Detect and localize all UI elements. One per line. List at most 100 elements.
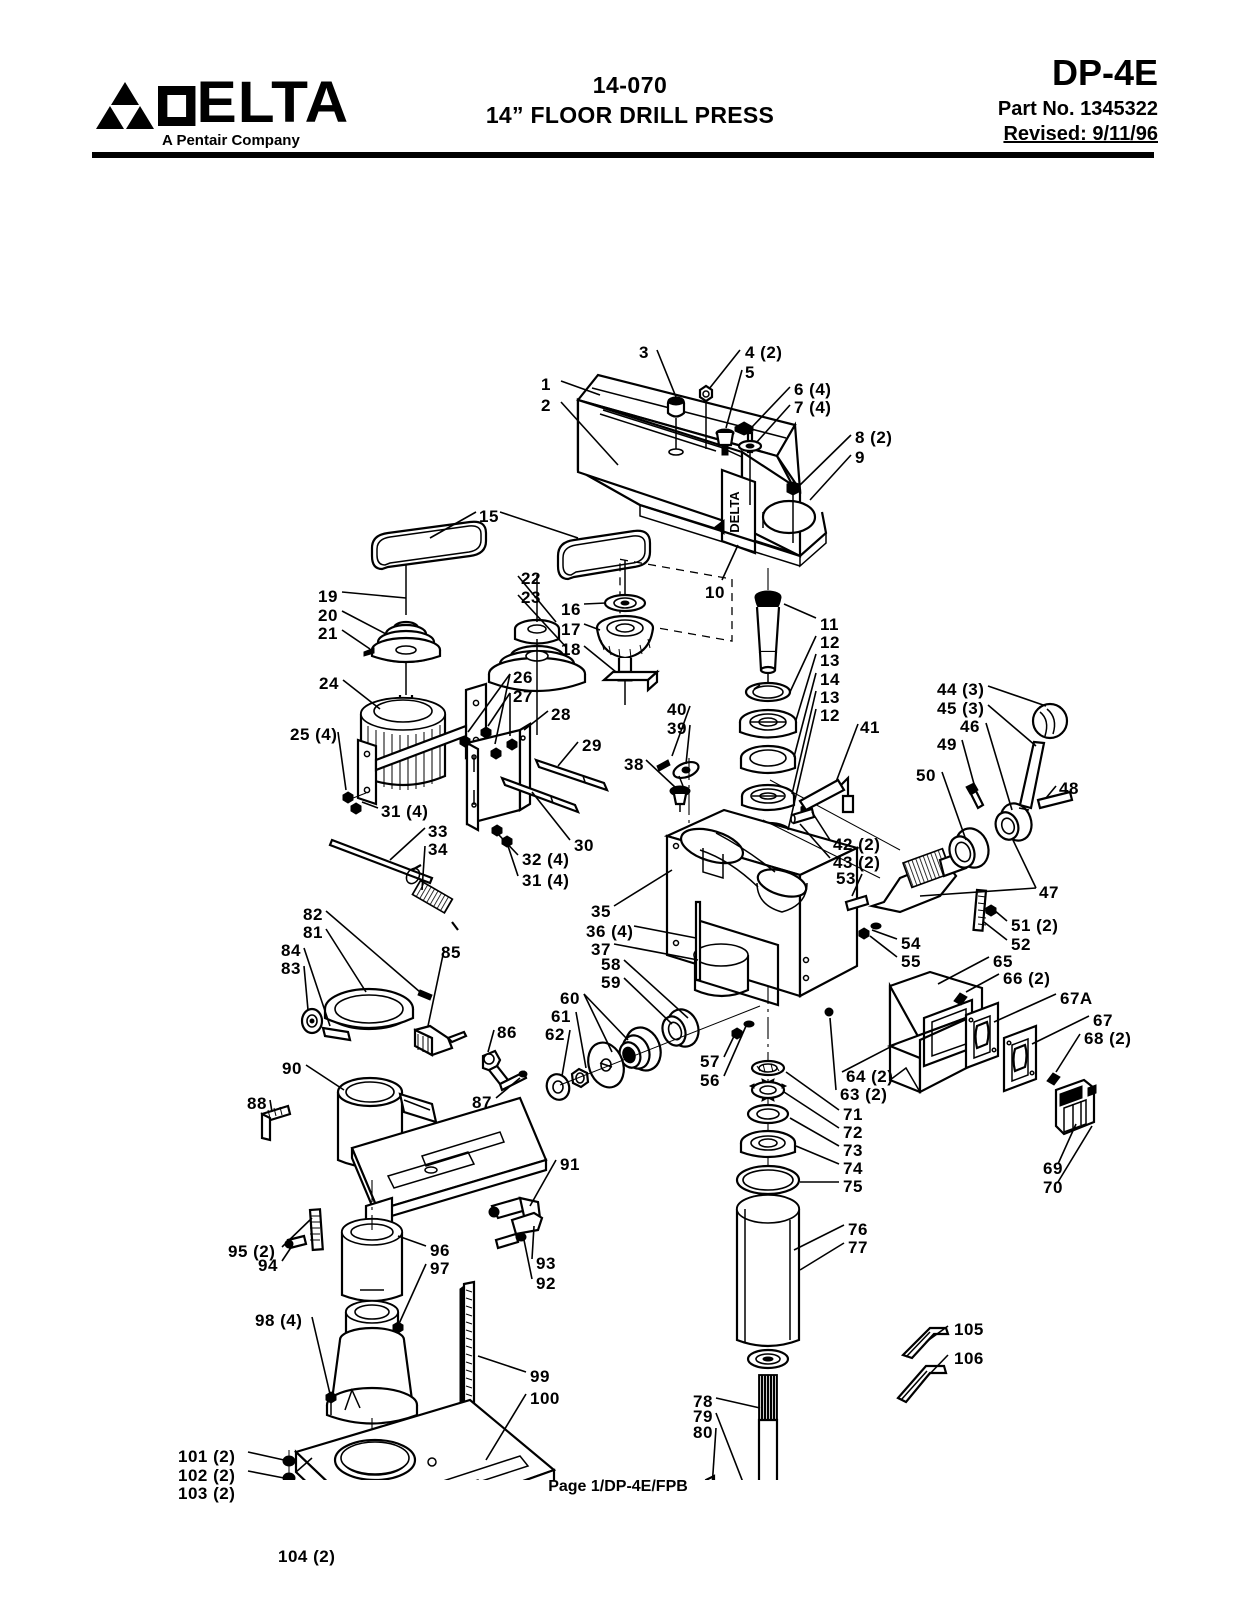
part-60b-spring-drum: [587, 1041, 625, 1089]
part-base: [293, 1398, 557, 1480]
part-3-plug: [666, 396, 686, 456]
part-15-belt-left: [370, 520, 488, 571]
callout-13b: 13: [820, 688, 840, 707]
part-head-cover: DELTA: [576, 373, 828, 642]
part-67-plate: [1002, 1024, 1038, 1093]
callout-7: 7 (4): [794, 398, 832, 417]
callout-73: 73: [843, 1141, 863, 1160]
callout-9: 9: [855, 448, 865, 467]
part-76-quill: [735, 1193, 801, 1348]
callout-55: 55: [901, 952, 921, 971]
part-43-pin: [790, 807, 816, 825]
part-101-102-103-stack: [282, 1450, 296, 1480]
part-98-bolts: [325, 1321, 404, 1415]
callout-6: 6 (4): [794, 380, 832, 399]
callout-24: 24: [319, 674, 339, 693]
part-105-hex-wrench: [900, 1326, 950, 1360]
callout-95: 95 (2): [228, 1242, 276, 1261]
callout-72: 72: [843, 1123, 863, 1142]
callout-91: 91: [560, 1155, 580, 1174]
part-13-bearing-lower: [740, 783, 796, 812]
callout-20: 20: [318, 606, 338, 625]
part-28-bracket: [465, 722, 532, 832]
document-code: DP-4E: [1051, 52, 1158, 93]
document-title-block: 14-070 14” FLOOR DRILL PRESS: [420, 72, 840, 129]
callout-42: 42 (2): [833, 835, 881, 854]
callout-23: 23: [521, 588, 541, 607]
part-table: [350, 1096, 548, 1252]
delta-brand-logo: ELTA A Pentair Company: [96, 74, 396, 149]
callout-33: 33: [428, 822, 448, 841]
callout-81: 81: [303, 923, 323, 942]
page-footer: Page 1/DP-4E/FPB: [548, 1478, 688, 1495]
part-46-hub: [994, 802, 1033, 842]
callout-47: 47: [1039, 883, 1059, 902]
part-49-setscrew: [965, 782, 985, 810]
callout-87: 87: [472, 1093, 492, 1112]
part-20-motor-pulley: [370, 564, 442, 664]
logo-d-glyph: [158, 86, 196, 126]
callout-86: 86: [497, 1023, 517, 1042]
part-12-retaining-ring-upper: [744, 681, 792, 703]
callout-22: 22: [521, 569, 541, 588]
callout-35: 35: [591, 902, 611, 921]
part-85-handle: [413, 1024, 468, 1057]
part-45-handle-arm: [1018, 740, 1046, 810]
part-82-pin: [417, 989, 433, 1001]
callout-74: 74: [843, 1159, 863, 1178]
callout-12a: 12: [820, 633, 840, 652]
callout-49: 49: [937, 735, 957, 754]
callout-88: 88: [247, 1094, 267, 1113]
part-15-belt-right: [556, 529, 652, 581]
part-73-washer: [746, 1103, 790, 1125]
part-53-pin: [844, 894, 870, 912]
part-72-lockwasher: [748, 1078, 788, 1102]
callout-2: 2: [541, 396, 551, 415]
callout-63: 63 (2): [840, 1085, 888, 1104]
callout-40: 40: [667, 700, 687, 719]
callout-101: 101 (2): [178, 1447, 236, 1466]
revision-date: Revised: 9/11/96: [1003, 123, 1158, 145]
diagram-svg: .ln { fill:none; stroke:#000; stroke-wid…: [247, 349, 1097, 1480]
callout-36: 36 (4): [586, 922, 634, 941]
callout-62: 62: [545, 1025, 565, 1044]
part-67A-plate: [964, 1001, 1000, 1070]
callout-27: 27: [513, 687, 533, 706]
callout-99: 99: [530, 1367, 550, 1386]
callout-71: 71: [843, 1105, 863, 1124]
callout-32: 32 (4): [522, 850, 570, 869]
part-17-idler-pulley: [595, 614, 655, 660]
callout-69: 69: [1043, 1159, 1063, 1178]
callout-54: 54: [901, 934, 921, 953]
callout-105: 105: [954, 1320, 984, 1339]
part-39-washer: [672, 760, 700, 787]
callout-11: 11: [820, 615, 839, 634]
callout-19: 19: [318, 587, 338, 606]
part-75-oring: [735, 1164, 801, 1196]
brand-wordmark: ELTA: [158, 74, 349, 132]
brand-tagline: A Pentair Company: [162, 132, 300, 149]
callout-39: 39: [667, 719, 687, 738]
callout-68: 68 (2): [1084, 1029, 1132, 1048]
callout-26: 26: [513, 668, 533, 687]
callout-41: 41: [860, 718, 880, 737]
callout-38: 38: [624, 755, 644, 774]
part-30-rod: [499, 776, 581, 814]
callout-12b: 12: [820, 706, 840, 725]
part-50-hub: [948, 827, 990, 869]
part-74-bearing: [739, 1129, 797, 1159]
callout-64: 64 (2): [846, 1067, 894, 1086]
callout-93: 93: [536, 1254, 556, 1273]
part-68-screw: [1046, 1072, 1061, 1086]
callout-98: 98 (4): [255, 1311, 303, 1330]
part-26-27-screws: [459, 726, 518, 760]
part-18-idler-bracket: [601, 658, 660, 705]
part-29-rod: [534, 758, 609, 792]
callout-18: 18: [561, 640, 581, 659]
exploded-parts-diagram: .ln { fill:none; stroke:#000; stroke-wid…: [0, 160, 1236, 1480]
part-58-59-spring-housing: [661, 1008, 700, 1048]
callout-8: 8 (2): [855, 428, 893, 447]
part-51-52-key: [972, 888, 997, 932]
callout-13a: 13: [820, 651, 840, 670]
part-78-spindle: [746, 1348, 790, 1480]
